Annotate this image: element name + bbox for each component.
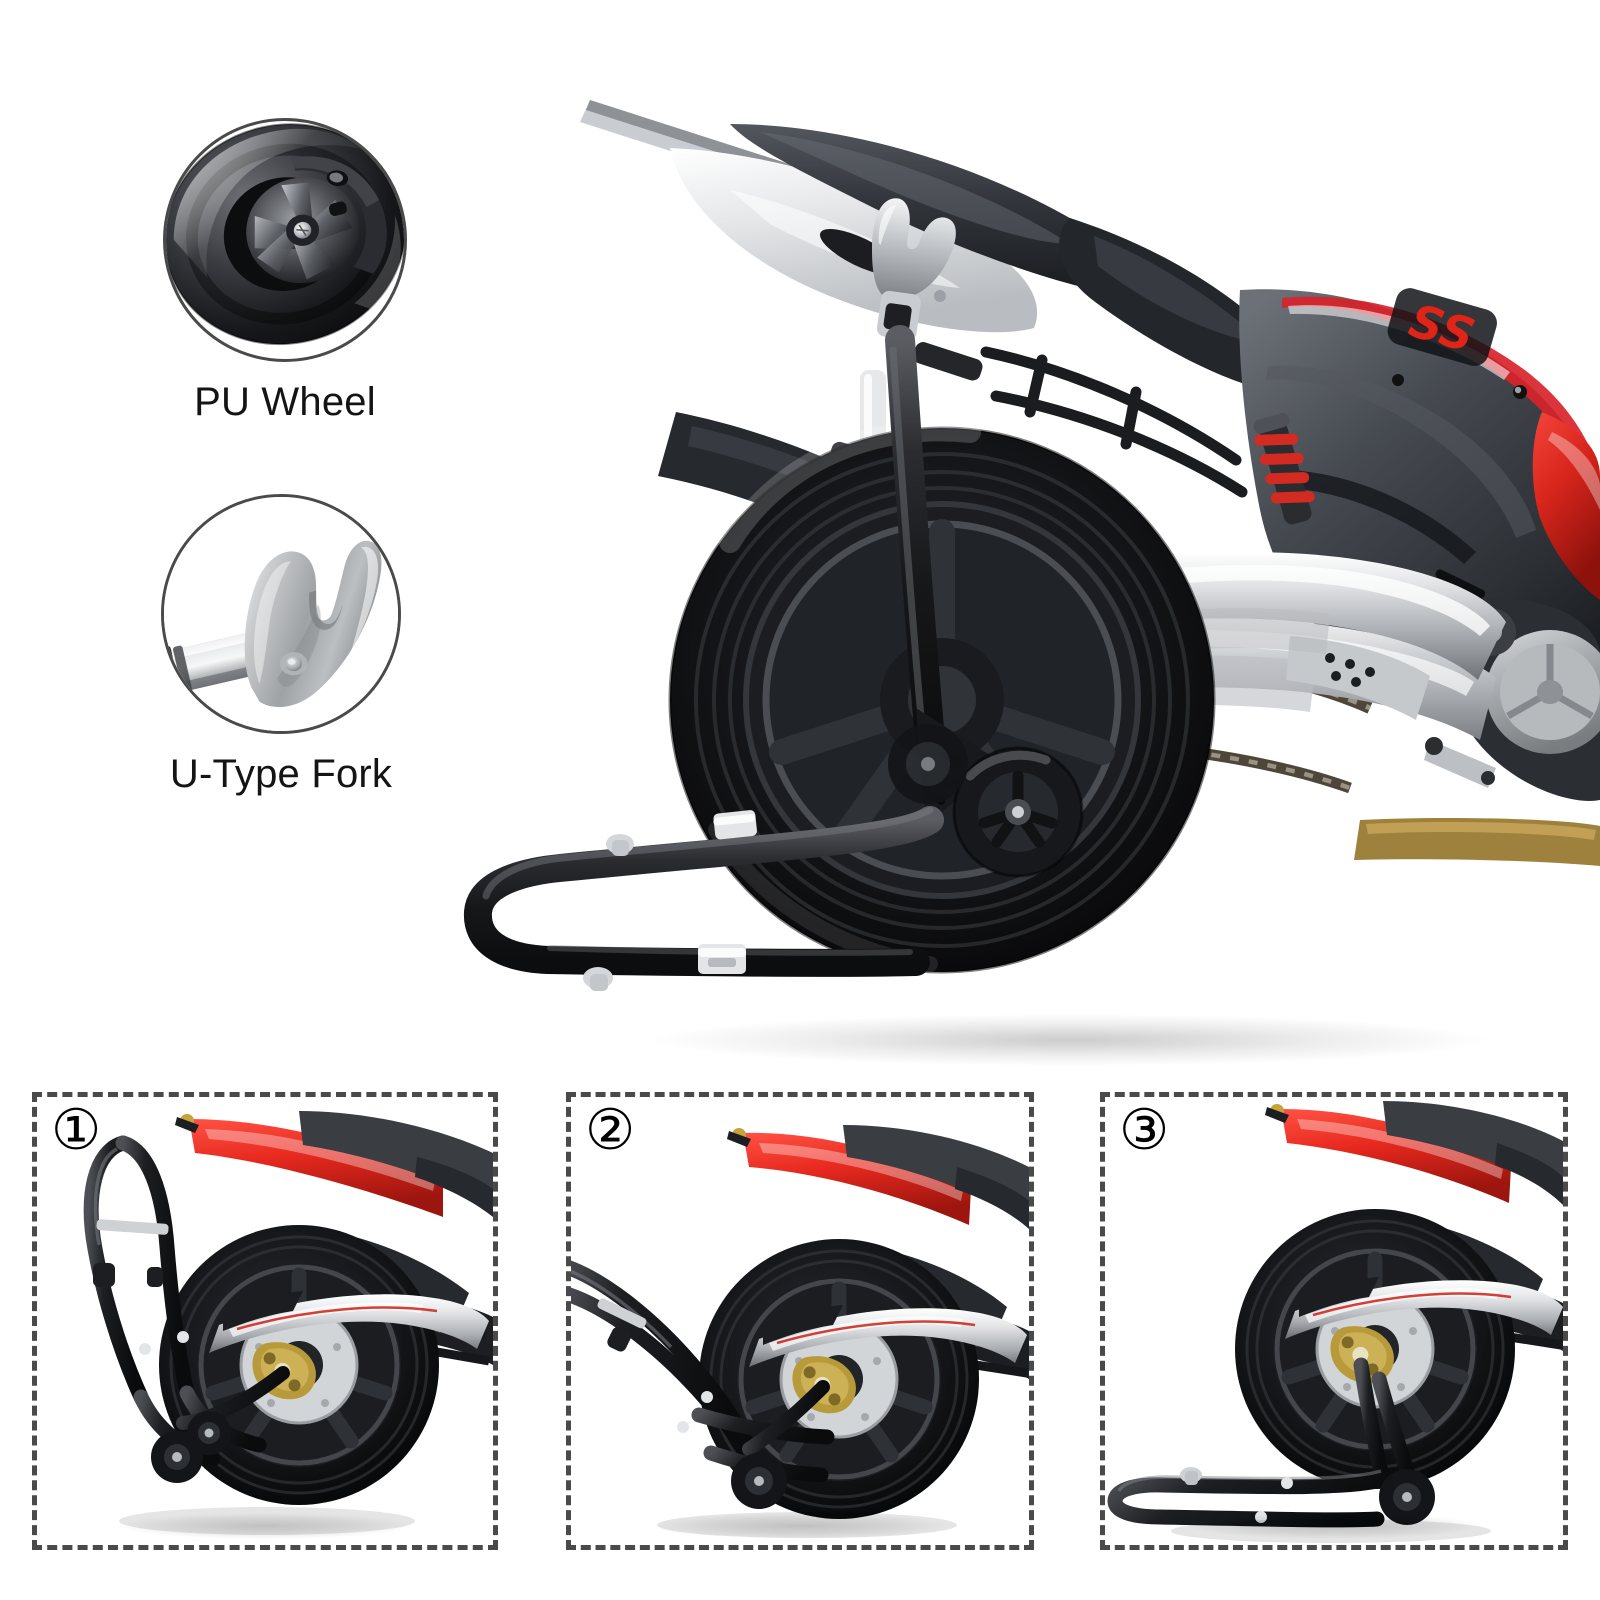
- hero-ground-shadow: [650, 1014, 1490, 1066]
- rear-wheel: [668, 419, 1216, 974]
- step-2-shadow: [653, 1513, 947, 1539]
- step-panel-group: ①: [0, 1060, 1600, 1600]
- pu-wheel-icon: [166, 123, 404, 346]
- step1-stand: [83, 1135, 290, 1483]
- stand-u-fork: [871, 198, 956, 340]
- subframe: [980, 346, 1248, 498]
- step-number-1: ①: [51, 1098, 102, 1163]
- hero-illustration: SS: [463, 100, 1600, 1066]
- u-type-fork-icon: [164, 497, 398, 731]
- step-1-illustration: [37, 1097, 493, 1545]
- u-type-fork-circle-frame: [161, 494, 401, 734]
- step-3-shadow: [1187, 1513, 1481, 1539]
- tail-cowl: [730, 124, 1137, 296]
- stand-caster-wheel: [952, 746, 1084, 878]
- ss-decal: SS: [1387, 288, 1497, 366]
- stand-caster-wheel-far: [888, 724, 968, 804]
- lower-fairing-red: [1532, 412, 1600, 600]
- step2-stand: [571, 1260, 835, 1509]
- paddock-stand: [463, 198, 1084, 991]
- step-panel-1[interactable]: ①: [32, 1092, 498, 1550]
- pu-wheel-label: PU Wheel: [194, 380, 376, 424]
- step3-stand: [1107, 1357, 1435, 1528]
- u-type-fork-image-clip: [164, 497, 398, 731]
- u-type-fork-label: U-Type Fork: [169, 752, 393, 796]
- step-1-shadow: [119, 1513, 411, 1539]
- step-panel-2[interactable]: ②: [566, 1092, 1034, 1550]
- feature-callout-u-type-fork: U-Type Fork: [161, 494, 401, 830]
- pu-wheel-image-clip: [166, 121, 404, 359]
- rear-shock: [1253, 413, 1315, 525]
- stand-lift-arm: [885, 325, 945, 755]
- step-panel-3[interactable]: ③: [1100, 1092, 1568, 1550]
- step-number-2: ②: [585, 1098, 636, 1163]
- hero-product-photo: SS: [430, 40, 1600, 1070]
- pu-wheel-circle-frame: [163, 118, 407, 362]
- step-2-illustration: [571, 1097, 1029, 1545]
- feature-callout-pu-wheel: PU Wheel: [163, 118, 407, 458]
- step-number-3: ③: [1119, 1098, 1170, 1163]
- step-3-illustration: [1105, 1097, 1563, 1545]
